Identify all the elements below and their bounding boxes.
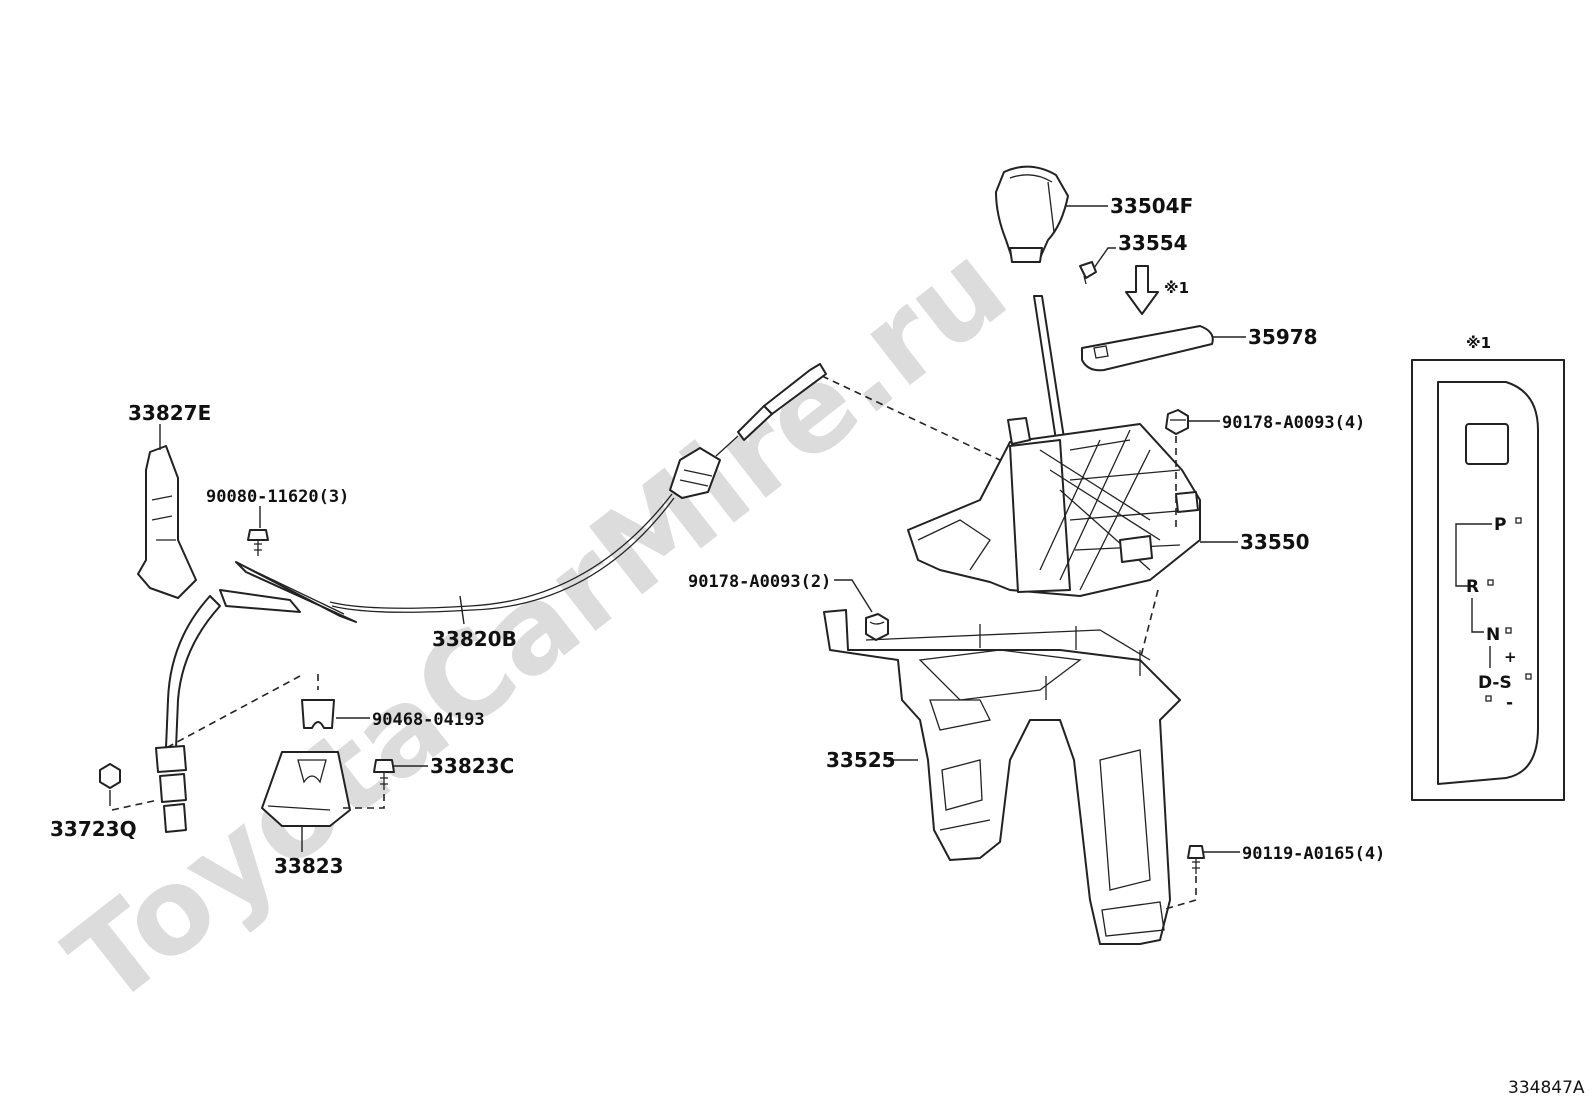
transmission-cable xyxy=(155,363,827,833)
gear-p: P xyxy=(1494,515,1506,535)
gear-r: R xyxy=(1466,577,1479,597)
cable-cover-33823 xyxy=(261,751,351,827)
clip-90468 xyxy=(301,699,335,729)
label-33550: 33550 xyxy=(1240,530,1310,554)
gear-ds: D-S xyxy=(1478,673,1512,693)
bolt-33823C xyxy=(373,759,395,790)
label-33827E: 33827E xyxy=(128,401,211,425)
label-90080: 90080-11620(3) xyxy=(206,487,349,507)
gear-plus: + xyxy=(1504,648,1517,666)
label-33823C: 33823C xyxy=(430,754,514,778)
label-33554: 33554 xyxy=(1118,231,1188,255)
label-90468: 90468-04193 xyxy=(372,710,485,730)
label-35978: 35978 xyxy=(1248,325,1318,349)
nut-90178-2 xyxy=(865,613,889,641)
cable-bracket-33827E xyxy=(137,445,197,599)
figure-id: 334847A xyxy=(1508,1078,1585,1098)
nut-33723Q xyxy=(99,763,121,789)
bolt-90119 xyxy=(1187,845,1205,874)
label-90178-4: 90178-A0093(4) xyxy=(1222,413,1365,433)
indicator-panel xyxy=(1081,325,1214,372)
gear-minus: - xyxy=(1506,693,1513,713)
clip-33554 xyxy=(1079,261,1097,285)
label-90119: 90119-A0165(4) xyxy=(1242,844,1385,864)
shift-lever-assembly xyxy=(907,417,1201,597)
bolt-90080 xyxy=(247,529,269,556)
nut-90178-4 xyxy=(1165,409,1189,435)
label-33823: 33823 xyxy=(274,854,344,878)
label-33504F: 33504F xyxy=(1110,194,1193,218)
gear-n: N xyxy=(1486,625,1500,645)
label-33723Q: 33723Q xyxy=(50,817,137,841)
shift-bracket xyxy=(823,609,1181,945)
inset-marker: ※1 xyxy=(1466,334,1491,352)
shift-knob xyxy=(995,165,1069,263)
shift-lever-rod xyxy=(1033,295,1065,441)
down-arrow xyxy=(1125,265,1159,315)
label-33525: 33525 xyxy=(826,748,896,772)
label-90178-2: 90178-A0093(2) xyxy=(688,572,831,592)
label-33820B: 33820B xyxy=(432,627,517,651)
indicator-inset: ※1 P R N D-S + - xyxy=(1411,334,1565,801)
callout-marker: ※1 xyxy=(1164,279,1189,297)
